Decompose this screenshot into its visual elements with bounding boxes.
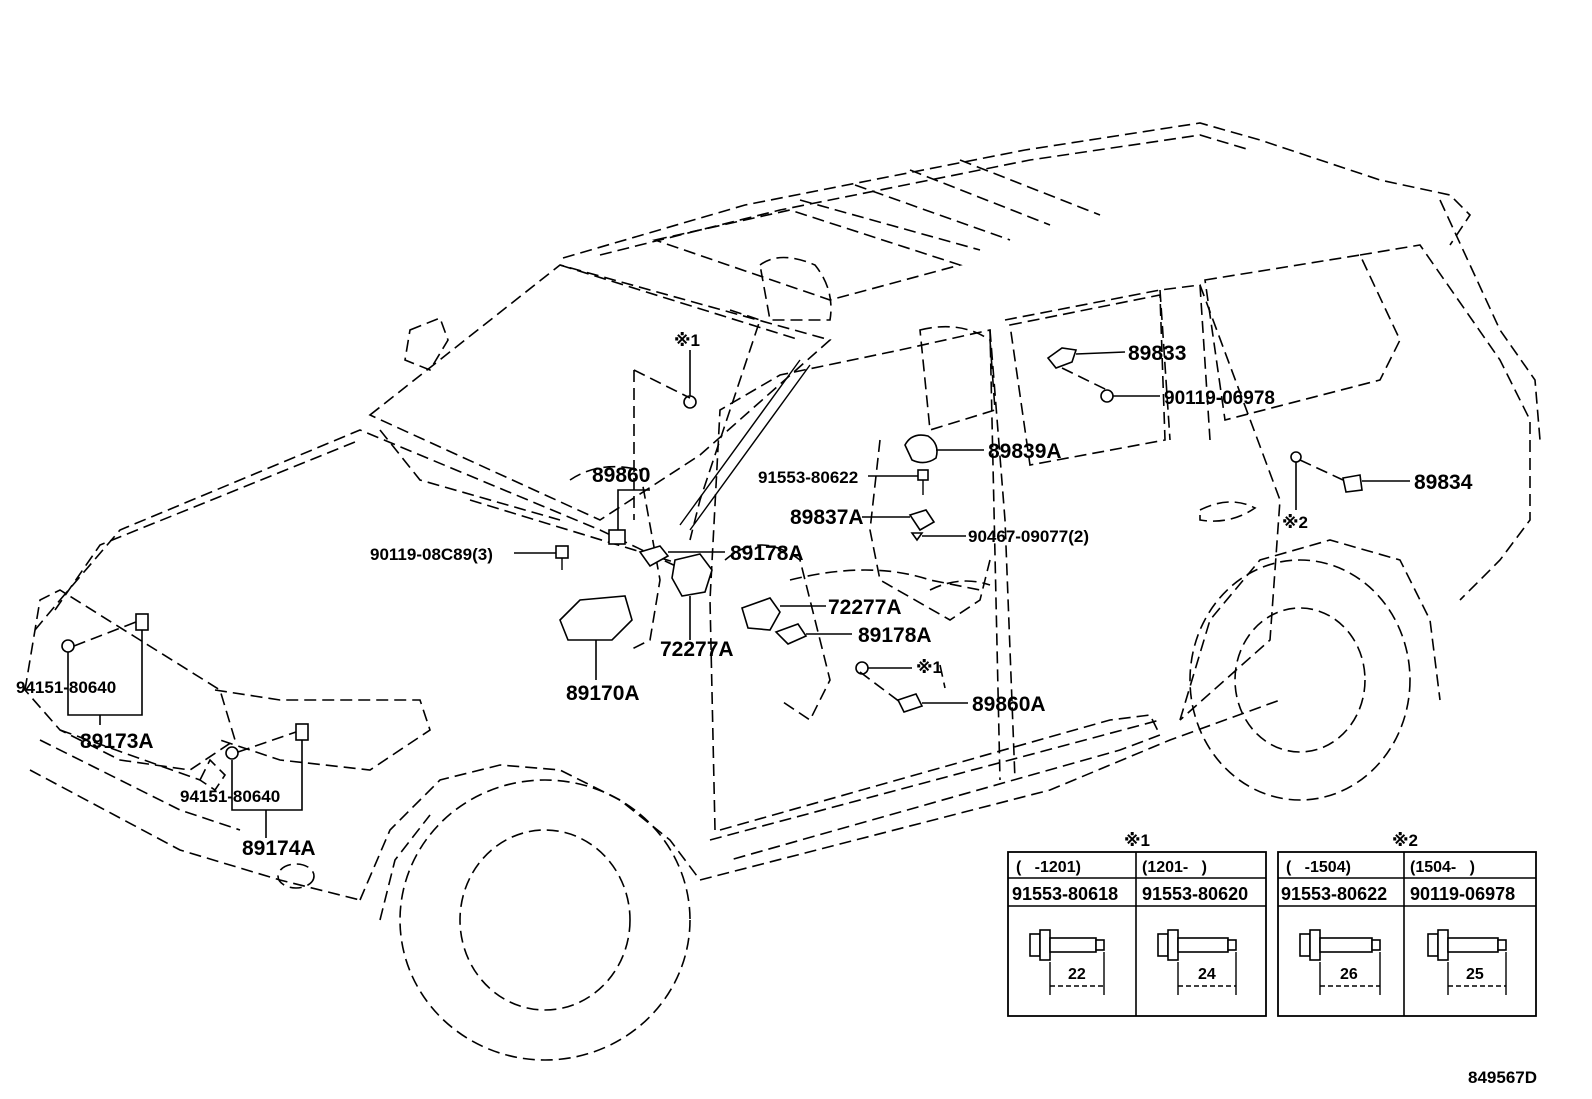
airbag-ecu-89170A <box>559 595 633 641</box>
sensor-89173A <box>135 613 149 631</box>
sensor-89833 <box>1046 347 1078 369</box>
label-89834: 89834 <box>1414 471 1473 494</box>
leader-lines <box>67 350 1410 838</box>
label-89174A: 89174A <box>242 837 316 860</box>
table-note1-mark: ※1 <box>1124 831 1150 850</box>
bracket-72277A-2 <box>741 597 781 631</box>
label-94151-80640-right: 94151-80640 <box>180 787 280 806</box>
label-89860A: 89860A <box>972 693 1046 716</box>
bolt-drawing-91553-80620: 24 <box>1157 929 1237 995</box>
label-90119-06978: 90119-06978 <box>1164 388 1275 409</box>
parts <box>61 347 1363 760</box>
label-89837A: 89837A <box>790 506 864 529</box>
sensor-89839A <box>904 434 938 464</box>
label-94151-80640-left: 94151-80640 <box>16 678 116 697</box>
bolt-drawing-90119-06978: 25 <box>1427 929 1507 995</box>
table-note1-length-1: 22 <box>1068 966 1086 983</box>
table-note2-length-2: 25 <box>1466 966 1484 983</box>
sensor-89178A-upper <box>638 545 670 568</box>
table-note1-part-2: 91553-80620 <box>1142 884 1248 904</box>
sensor-89837A <box>908 509 936 532</box>
callout-labels: 89833 90119-06978 89839A 89834 91553-806… <box>16 331 1473 860</box>
label-note2: ※2 <box>1282 513 1308 532</box>
table-note2: ※2 ( -1504) 91553-80622 (1504- ) 90119-0… <box>1277 831 1537 1017</box>
bolt-94151-1 <box>61 639 75 653</box>
table-note1-length-2: 24 <box>1198 966 1216 983</box>
bolt-drawing-91553-80618: 22 <box>1029 929 1105 995</box>
table-note2-part-2: 90119-06978 <box>1410 884 1515 904</box>
clip-90467 <box>910 532 924 542</box>
bolt-90119-08C89 <box>555 545 569 559</box>
sensor-89860 <box>608 529 626 545</box>
table-note1-part-1: 91553-80618 <box>1012 884 1118 904</box>
table-note1-range-1: ( -1201) <box>1016 859 1081 876</box>
label-72277A-right: 72277A <box>828 596 902 619</box>
bolt-90119-06978 <box>1100 389 1114 403</box>
label-89839A: 89839A <box>988 440 1062 463</box>
label-89173A: 89173A <box>80 730 154 753</box>
sensor-89178A-lower <box>774 623 808 645</box>
table-note2-mark: ※2 <box>1392 831 1418 850</box>
bracket-72277A-1 <box>671 553 713 597</box>
label-89178A-lower: 89178A <box>858 624 932 647</box>
label-89178A-upper: 89178A <box>730 542 804 565</box>
label-89860: 89860 <box>592 464 650 487</box>
table-note2-range-2: (1504- ) <box>1410 859 1475 876</box>
table-note2-length-1: 26 <box>1340 966 1358 983</box>
bolt-94151-2 <box>225 746 239 760</box>
label-note1-upper: ※1 <box>674 331 700 350</box>
label-90467-09077: 90467-09077(2) <box>968 527 1089 546</box>
bolt-note1-lower <box>855 661 869 675</box>
bolt-note2 <box>1290 451 1302 463</box>
label-91553-80622: 91553-80622 <box>758 468 858 487</box>
vehicle-outline <box>24 122 1541 1061</box>
sensor-89174A <box>295 723 309 741</box>
label-89833: 89833 <box>1128 342 1186 365</box>
label-89170A: 89170A <box>566 682 640 705</box>
bolt-drawing-91553-80622: 26 <box>1299 929 1381 995</box>
table-note1-range-2: (1201- ) <box>1142 859 1207 876</box>
label-note1-lower: ※1 <box>916 658 942 677</box>
bolt-91553-80622 <box>917 469 929 481</box>
table-note1: ※1 ( -1201) 91553-80618 (1201- ) 91553-8… <box>1007 831 1267 1017</box>
table-note2-range-1: ( -1504) <box>1286 859 1351 876</box>
label-72277A-lower-left: 72277A <box>660 638 734 661</box>
sensor-89860A <box>896 693 924 713</box>
table-note2-part-1: 91553-80622 <box>1281 884 1387 904</box>
diagram-id: 849567D <box>1468 1068 1537 1087</box>
label-90119-08C89: 90119-08C89(3) <box>370 545 493 564</box>
sensor-89834 <box>1342 474 1363 493</box>
